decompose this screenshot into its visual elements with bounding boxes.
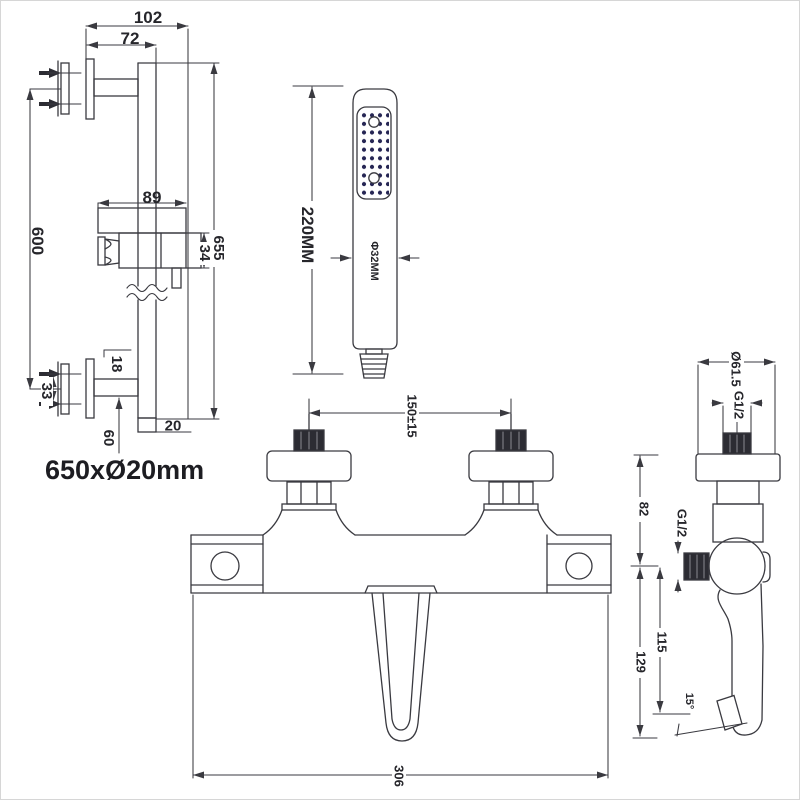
mixer-front-view: 150±15 306 xyxy=(190,393,612,793)
dim-306-label: 306 xyxy=(391,765,406,787)
dim-600-label: 600 xyxy=(28,227,47,255)
dim-18-label: 18 xyxy=(108,356,125,373)
dim-flange-diameter-label: Ø61.5 xyxy=(728,351,743,386)
dim-72-label: 72 xyxy=(121,29,140,48)
hose-connector xyxy=(359,348,389,379)
mixer-body xyxy=(190,534,612,594)
dim-129-label: 129 xyxy=(633,651,648,673)
rail-size-caption: 650xØ20mm xyxy=(45,455,204,485)
dim-length-label: 220MM xyxy=(298,207,317,264)
dim-34-label: 34 xyxy=(196,245,213,262)
dim-115-label: 115 xyxy=(654,632,669,653)
slider-holder xyxy=(97,207,202,289)
spout-loop xyxy=(364,585,438,742)
break-symbol xyxy=(126,283,168,293)
mixer-side-view: Ø61.5 G1/2 G1/2 82 115 129 15° xyxy=(630,347,781,739)
end-cap-screw-left xyxy=(210,551,240,581)
dim-inlet-centres-label: 150±15 xyxy=(404,394,419,437)
mixer-side-dimensions xyxy=(630,358,776,739)
face-screw-top xyxy=(368,116,380,128)
spray-face xyxy=(356,106,392,200)
handshower-body xyxy=(352,88,398,350)
side-handle xyxy=(716,583,764,736)
dim-60-label: 60 xyxy=(100,430,117,447)
dim-outlet-thread-label: G1/2 xyxy=(674,509,689,537)
mixer-front-dimensions xyxy=(192,398,609,779)
dim-655-label: 655 xyxy=(210,235,227,260)
break-symbol xyxy=(126,292,168,302)
dim-82-label: 82 xyxy=(636,502,651,516)
handshower-view: 220MM Φ32MM xyxy=(292,85,420,379)
inlet-left xyxy=(262,413,356,536)
end-cap-screw-right xyxy=(565,552,593,580)
dim-inlet-thread-label: G1/2 xyxy=(731,391,746,419)
slide-rail-view: 102 72 600 89 655 34 18 33 20 60 650xØ20… xyxy=(26,8,227,485)
dim-20-label: 20 xyxy=(165,417,182,434)
dim-89-label: 89 xyxy=(143,188,162,207)
dim-lever-angle-label: 15° xyxy=(683,693,695,710)
dim-33-label: 33 xyxy=(38,383,55,400)
dim-102-label: 102 xyxy=(134,8,162,27)
side-inlet xyxy=(695,414,781,543)
side-body xyxy=(683,537,771,595)
inlet-right xyxy=(464,413,558,536)
dim-diameter-label: Φ32MM xyxy=(368,241,380,281)
face-screw-bottom xyxy=(368,172,380,184)
